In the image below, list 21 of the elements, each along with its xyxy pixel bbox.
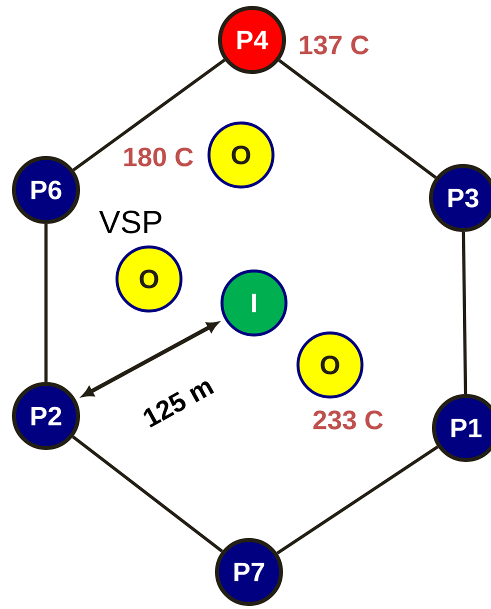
production-well: P4 — [218, 6, 286, 74]
injection-well: I — [220, 270, 288, 336]
connector-line — [278, 59, 437, 179]
observation-well: O — [296, 332, 364, 398]
connector-line — [44, 224, 48, 382]
observation-well: O — [116, 246, 182, 312]
temperature-label: 233 C — [313, 410, 383, 430]
temperature-label: 137 C — [300, 36, 369, 54]
production-well: P6 — [12, 156, 80, 224]
connector-line — [72, 58, 226, 172]
production-well: P1 — [432, 394, 491, 462]
connector-line — [72, 435, 224, 553]
dimension-label: 125 m — [144, 381, 214, 428]
production-well: P2 — [12, 382, 80, 450]
production-well: P3 — [429, 164, 491, 232]
connector-line — [276, 445, 439, 555]
area-label: VSP — [99, 210, 162, 234]
production-well: P7 — [215, 538, 283, 606]
observation-well: O — [208, 122, 274, 188]
temperature-label: 180 C — [124, 148, 193, 166]
connector-line — [462, 232, 468, 394]
